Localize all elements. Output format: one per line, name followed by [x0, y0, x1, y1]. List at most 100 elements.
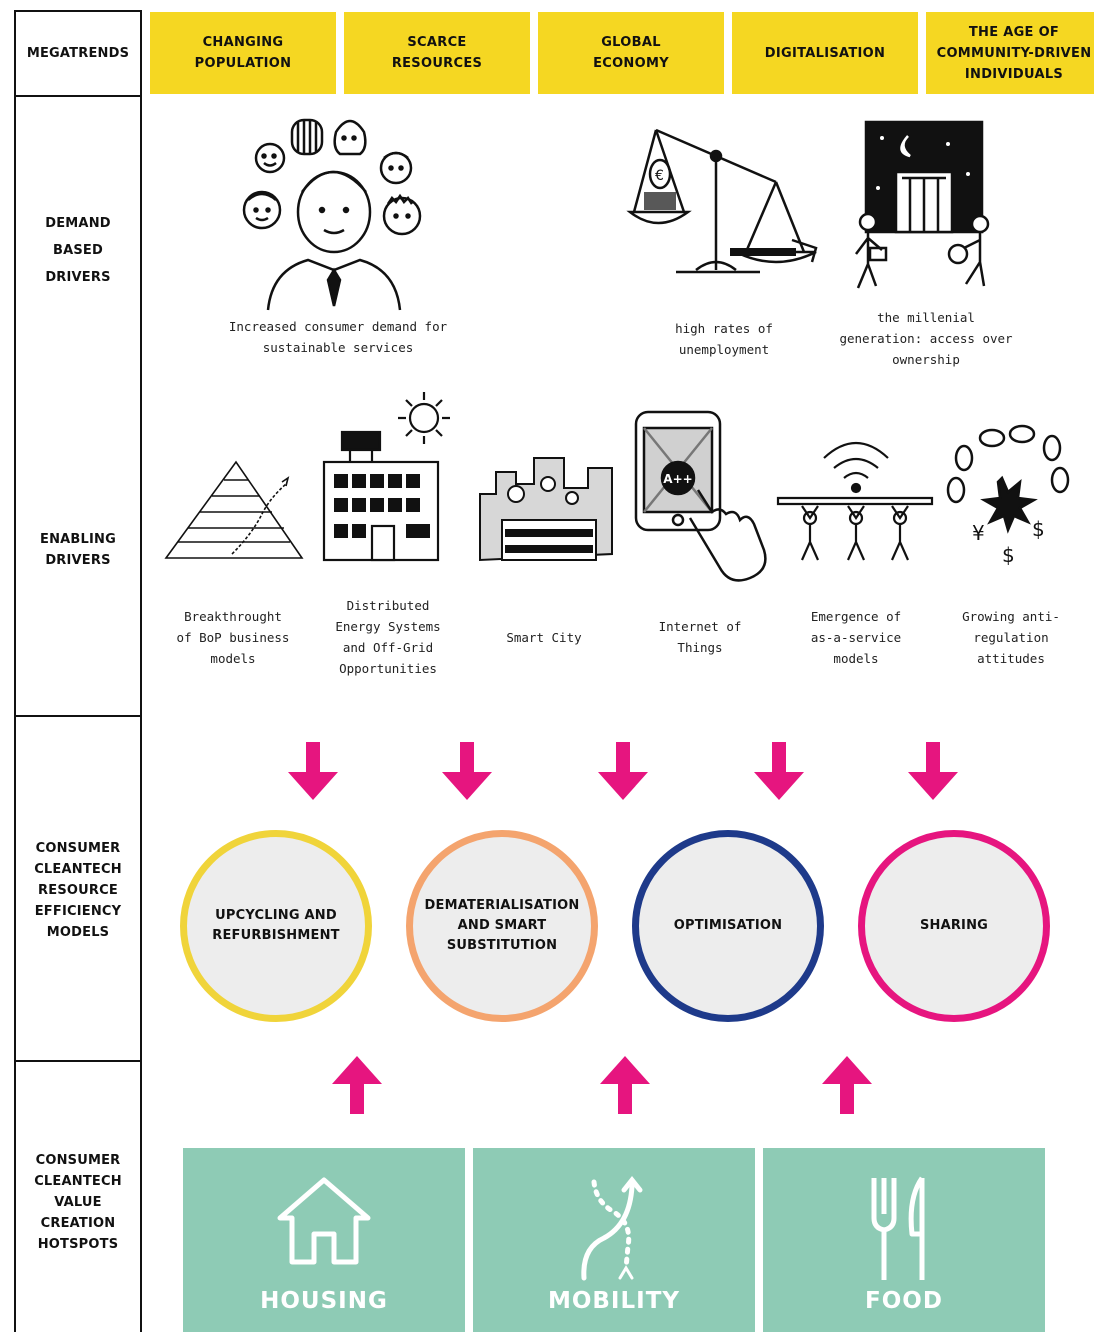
row-divider — [14, 715, 142, 717]
hotspot-label: MOBILITY — [547, 1288, 681, 1314]
caption-line: models — [833, 651, 879, 666]
down-arrow-icon — [754, 742, 804, 800]
megatrend-changing-population: CHANGING POPULATION — [150, 12, 336, 94]
megatrend-line: SCARCE — [407, 35, 467, 50]
row-label-line: CLEANTECH — [34, 1173, 122, 1189]
svg-text:$: $ — [1032, 517, 1045, 541]
megatrend-line: GLOBAL — [601, 35, 661, 50]
megatrend-line: COMMUNITY-DRIVEN — [936, 45, 1092, 61]
caption-line: Growing anti- — [962, 609, 1060, 624]
model-label-line: AND SMART — [457, 918, 547, 933]
caption-smart-city: Smart City — [484, 627, 604, 648]
megatrend-scarce-resources: SCARCE RESOURCES — [344, 12, 530, 94]
smart-city-illustration — [479, 457, 613, 562]
row-label-line: CLEANTECH — [34, 861, 122, 877]
caption-line: Breakthrought — [184, 609, 282, 624]
down-arrow-icon — [288, 742, 338, 800]
caption-line: unemployment — [678, 342, 770, 357]
energy-building-illustration — [322, 392, 450, 562]
broken-chain-illustration: ¥ $ $ — [946, 424, 1070, 567]
energy-rating-badge: A++ — [663, 472, 692, 486]
row-label-column — [14, 10, 142, 1332]
megatrend-line: ECONOMY — [593, 56, 669, 71]
row-label-line: DRIVERS — [45, 553, 111, 568]
caption-line: sustainable services — [262, 340, 414, 355]
model-label-line: UPCYCLING AND — [215, 908, 337, 923]
hotspot-food: FOOD — [763, 1148, 1045, 1332]
svg-text:$: $ — [1002, 543, 1015, 567]
down-arrow-icon — [598, 742, 648, 800]
megatrend-line: RESOURCES — [391, 56, 483, 71]
caption-line: Smart City — [506, 630, 582, 645]
up-arrow-icon — [600, 1056, 650, 1114]
caption-line: attitudes — [977, 651, 1045, 666]
row-label-megatrends: MEGATRENDS — [16, 12, 140, 95]
hotspot-label: FOOD — [865, 1288, 943, 1314]
caption-line: ownership — [892, 352, 960, 367]
row-label-line: ENABLING — [39, 532, 116, 547]
model-label-line: REFURBISHMENT — [212, 928, 340, 943]
row-label-line: VALUE — [54, 1194, 102, 1210]
caption-line: of BoP business — [176, 630, 290, 645]
down-arrow-icon — [908, 742, 958, 800]
row-label-demand: DEMAND BASED DRIVERS — [16, 200, 140, 300]
row-label-models: CONSUMER CLEANTECH RESOURCE EFFICIENCY M… — [16, 830, 140, 950]
model-label-line: OPTIMISATION — [673, 918, 783, 933]
row-divider — [14, 1060, 142, 1062]
megatrend-line: INDIVIDUALS — [964, 66, 1064, 82]
caption-line: Opportunities — [339, 661, 437, 676]
hotspot-mobility: MOBILITY — [473, 1148, 755, 1332]
caption-millenial: the millenial generation: access over ow… — [832, 307, 1020, 370]
model-upcycling: UPCYCLING AND REFURBISHMENT — [180, 830, 372, 1022]
caption-line: Increased consumer demand for — [228, 319, 448, 334]
scale-balance-illustration: € — [626, 128, 818, 274]
row-label-line: RESOURCE — [38, 882, 118, 898]
down-arrow-icon — [442, 742, 492, 800]
house-icon — [277, 1177, 371, 1265]
model-sharing: SHARING — [858, 830, 1050, 1022]
caption-line: models — [210, 651, 256, 666]
caption-bop: Breakthrought of BoP business models — [168, 606, 298, 669]
millennial-building-illustration — [855, 120, 990, 289]
megatrend-line: CHANGING — [202, 35, 284, 50]
hotspot-housing: HOUSING — [183, 1148, 465, 1332]
caption-line: and Off-Grid — [342, 640, 434, 655]
model-label-line: SHARING — [919, 918, 989, 933]
row-divider — [14, 95, 142, 97]
as-a-service-illustration — [776, 442, 934, 561]
row-label-hotspots: CONSUMER CLEANTECH VALUE CREATION HOTSPO… — [16, 1142, 140, 1262]
consumers-crowd-illustration — [242, 118, 422, 311]
up-arrow-icon — [822, 1056, 872, 1114]
caption-line: Energy Systems — [335, 619, 441, 634]
caption-line: generation: access over — [839, 331, 1013, 346]
caption-line: Internet of — [658, 619, 742, 634]
caption-line: Things — [677, 640, 723, 655]
row-label-line: DEMAND — [45, 215, 111, 231]
caption-anti-regulation: Growing anti- regulation attitudes — [946, 606, 1076, 669]
up-arrow-icon — [332, 1056, 382, 1114]
row-label-line: CONSUMER — [35, 1152, 121, 1168]
svg-text:¥: ¥ — [972, 521, 985, 545]
megatrend-digitalisation: DIGITALISATION — [732, 12, 918, 94]
row-label-line: DRIVERS — [45, 269, 111, 285]
row-label-line: MEGATRENDS — [26, 46, 130, 61]
caption-energy-systems: Distributed Energy Systems and Off-Grid … — [318, 595, 458, 679]
row-label-line: CREATION — [40, 1215, 116, 1231]
bop-pyramid-illustration — [164, 460, 304, 559]
caption-iot: Internet of Things — [640, 616, 760, 658]
model-label-line: DEMATERIALISATION — [424, 898, 580, 913]
megatrend-global-economy: GLOBAL ECONOMY — [538, 12, 724, 94]
row-label-line: CONSUMER — [35, 840, 121, 856]
row-label-line: BASED — [52, 242, 103, 258]
caption-line: the millenial — [877, 310, 975, 325]
megatrend-line: DIGITALISATION — [764, 45, 886, 61]
caption-unemployment: high rates of unemployment — [634, 318, 814, 360]
caption-line: Emergence of — [810, 609, 902, 624]
row-label-line: EFFICIENCY — [34, 903, 122, 919]
model-optimisation: OPTIMISATION — [632, 830, 824, 1022]
caption-line: as-a-service — [810, 630, 902, 645]
hotspot-label: HOUSING — [260, 1288, 388, 1314]
megatrend-line: POPULATION — [194, 56, 292, 71]
